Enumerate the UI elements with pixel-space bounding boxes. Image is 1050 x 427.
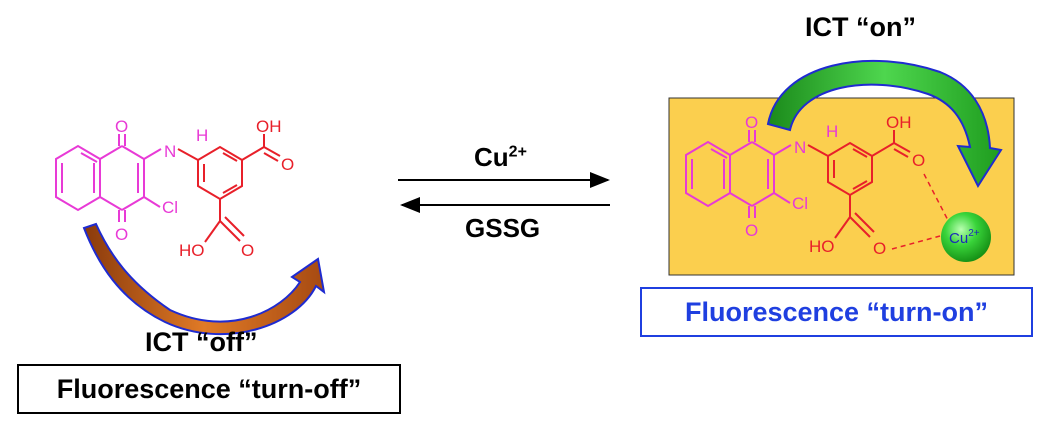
right-lower-hydroxyl: HO	[809, 237, 835, 256]
left-nh-hydrogen: H	[196, 126, 208, 145]
left-nitrogen: N	[164, 142, 176, 161]
right-nitrogen: N	[794, 138, 806, 157]
left-atom-labels: O O Cl N H OH O HO O	[115, 117, 294, 260]
left-benzo-ring	[55, 144, 101, 212]
ict-on-arrow	[766, 59, 1003, 189]
forward-reagent: Cu2+	[474, 142, 527, 172]
left-upper-hydroxyl: OH	[256, 117, 282, 136]
reverse-reagent: GSSG	[465, 213, 541, 243]
right-nh-hydrogen: H	[826, 122, 838, 141]
left-lower-hydroxyl: HO	[179, 241, 205, 260]
right-upper-carbonyl-o: O	[912, 151, 925, 170]
equilibrium-arrows	[398, 172, 610, 213]
left-molecule	[55, 134, 281, 243]
left-carbonyl-top-o: O	[115, 117, 128, 136]
right-carbonyl-top-o: O	[745, 113, 758, 132]
ict-on-label: ICT “on”	[805, 12, 916, 42]
turn-off-label: Fluorescence “turn-off”	[56, 373, 362, 404]
right-chlorine: Cl	[792, 194, 808, 213]
left-carbonyl-bottom-o: O	[115, 225, 128, 244]
right-quinone-ring	[729, 130, 792, 218]
left-lower-carbonyl-o: O	[241, 241, 254, 260]
coordination-bonds	[891, 173, 953, 250]
copper-ion: Cu2+	[941, 212, 991, 262]
copper-sphere	[941, 212, 991, 262]
turn-off-box: Fluorescence “turn-off”	[17, 364, 401, 414]
right-upper-hydroxyl: OH	[886, 113, 912, 132]
right-atom-labels: O O Cl N H OH O HO O	[745, 113, 925, 258]
left-benzoic-ring	[177, 134, 281, 243]
turn-on-box: Fluorescence “turn-on”	[640, 287, 1033, 337]
right-lower-carbonyl-o: O	[873, 239, 886, 258]
right-carbonyl-bottom-o: O	[745, 221, 758, 240]
ict-off-label: ICT “off”	[145, 327, 258, 357]
right-benzoic-ring	[807, 130, 911, 239]
left-upper-carbonyl-o: O	[281, 155, 294, 174]
ict-off-arrow	[82, 222, 326, 336]
right-molecule	[685, 130, 953, 250]
left-quinone-ring	[99, 134, 162, 222]
turn-on-label: Fluorescence “turn-on”	[684, 296, 989, 327]
left-chlorine: Cl	[162, 198, 178, 217]
